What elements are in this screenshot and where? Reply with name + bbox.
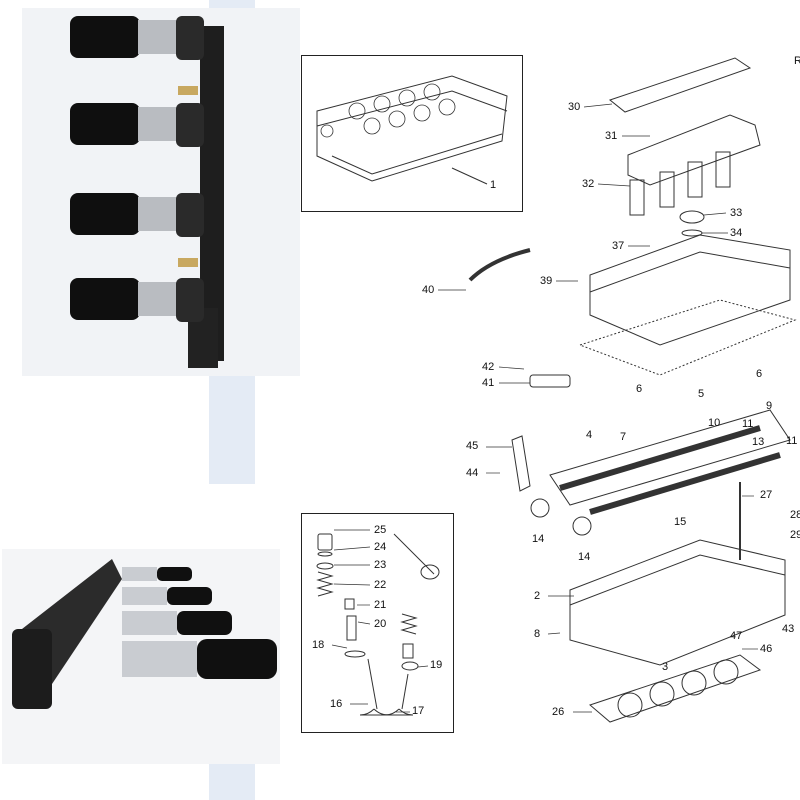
- callout-29: 29: [790, 529, 800, 541]
- callout-14-left: 14: [532, 533, 545, 545]
- callout-20: 20: [374, 618, 387, 630]
- cylinder-head-main: [569, 539, 786, 666]
- callout-4: 4: [586, 429, 593, 441]
- callout-5: 5: [698, 388, 705, 400]
- callout-1: 1: [490, 179, 497, 191]
- valve-train-inset-drawing: [316, 529, 440, 716]
- callout-46: 46: [760, 643, 773, 655]
- callout-21: 21: [374, 599, 387, 611]
- callout-28: 28: [790, 509, 800, 521]
- callout-42: 42: [482, 361, 495, 373]
- callout-3: 3: [662, 661, 669, 673]
- callout-8: 8: [534, 628, 541, 640]
- callout-26: 26: [552, 706, 565, 718]
- background-strip-lower: [209, 764, 255, 800]
- callout-43: 43: [782, 623, 795, 635]
- callout-37: 37: [612, 240, 625, 252]
- callout-47: 47: [730, 630, 743, 642]
- ignition-coil-drawing-top: [70, 16, 224, 368]
- callout-11-lower: 11: [786, 435, 798, 447]
- callout-44: 44: [466, 467, 479, 479]
- callout-25: 25: [374, 524, 387, 536]
- part-32-coil-rail: [627, 114, 761, 186]
- callout-45: 45: [466, 440, 479, 452]
- callout-7: 7: [620, 431, 627, 443]
- valve-train-inset: 25 24 23 22 21 20 18 19 16 17: [301, 513, 454, 733]
- callout-14-right: 14: [578, 551, 591, 563]
- callout-41: 41: [482, 377, 495, 389]
- part-30-cover: [608, 57, 752, 113]
- callout-6-right: 6: [756, 368, 763, 380]
- callout-2: 2: [534, 590, 541, 602]
- cylinder-head-inset: 1: [301, 55, 523, 212]
- callout-24: 24: [374, 541, 387, 553]
- cam-cover: [589, 234, 791, 346]
- callout-40: 40: [422, 284, 435, 296]
- callout-27: 27: [760, 489, 773, 501]
- callout-15: 15: [674, 516, 687, 528]
- callout-13: 13: [752, 436, 765, 448]
- callout-23: 23: [374, 559, 387, 571]
- callout-6-left: 6: [636, 383, 643, 395]
- callout-31: 31: [605, 130, 618, 142]
- callout-11-upper: 11: [742, 418, 754, 430]
- callout-22: 22: [374, 579, 387, 591]
- ignition-coil-photo-bottom: [2, 549, 280, 764]
- callout-16: 16: [330, 698, 343, 710]
- ignition-coil-drawing-bottom: [12, 559, 277, 709]
- callout-33: 33: [730, 207, 743, 219]
- callout-10: 10: [708, 417, 721, 429]
- head-gasket: [589, 654, 762, 723]
- callout-17: 17: [412, 705, 425, 717]
- corner-text: R: [794, 55, 800, 67]
- callout-39: 39: [540, 275, 553, 287]
- callout-19: 19: [430, 659, 443, 671]
- callout-9: 9: [766, 400, 773, 412]
- callout-30: 30: [568, 101, 581, 113]
- callout-32: 32: [582, 178, 595, 190]
- callout-34: 34: [730, 227, 743, 239]
- callout-18: 18: [312, 639, 325, 651]
- ignition-coil-photo-top: [22, 8, 300, 376]
- cylinder-head-inset-drawing: [316, 75, 508, 185]
